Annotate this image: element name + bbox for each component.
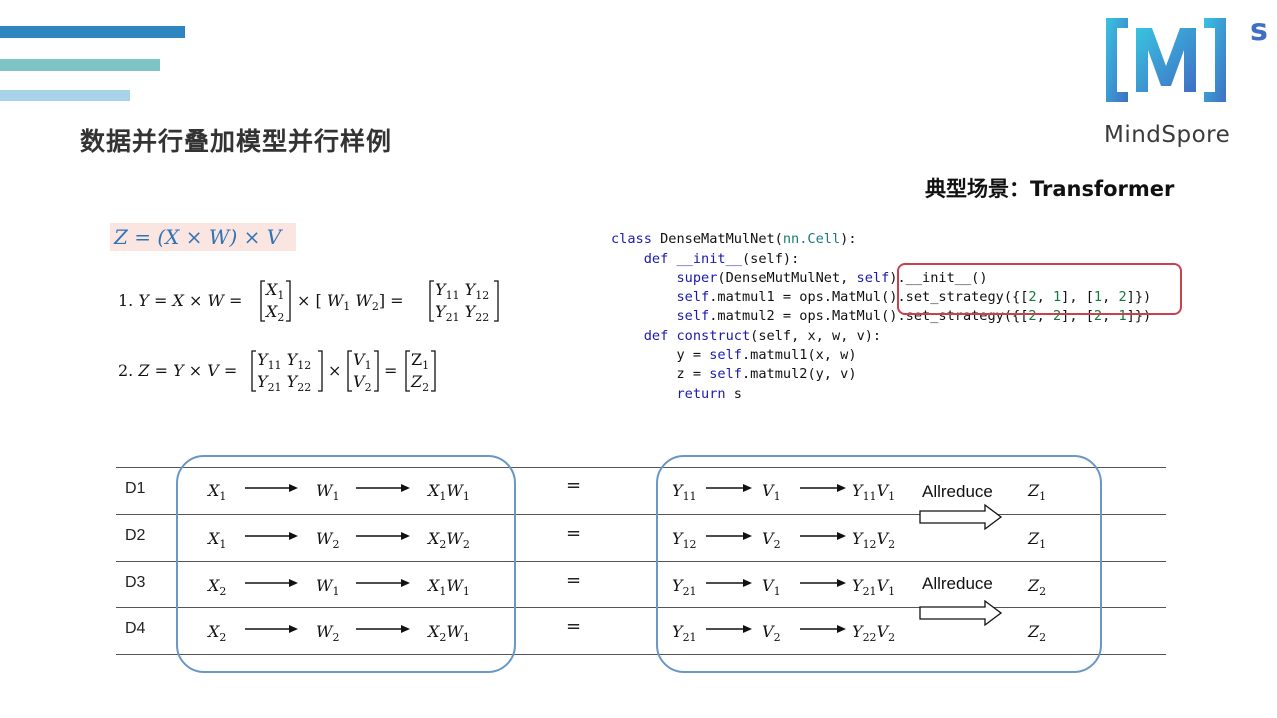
formula-highlight: [110, 223, 296, 251]
device-label-3: D3: [125, 574, 146, 591]
cell-yv-3: Y21V1: [852, 576, 896, 599]
row-line-4: [116, 654, 1166, 655]
cell-product-2: X2W2: [428, 529, 470, 552]
arrow-a-1-head: [289, 484, 298, 492]
cell-product-1: X1W1: [428, 481, 470, 504]
accent-bar-2: [0, 59, 160, 71]
cell-y-2: Y12: [672, 529, 697, 552]
allreduce-label-2: Allreduce: [922, 574, 993, 593]
strategy-highlight: [897, 263, 1182, 315]
arrow-a-3-head: [289, 579, 298, 587]
cell-y-1: Y11: [672, 481, 697, 504]
cell-v-3: V1: [762, 576, 781, 599]
formula-step2-prefix: 2. Z = Y × V =: [118, 361, 237, 380]
arrow-b-4-head: [401, 625, 410, 633]
main-formula: Z = (X × W) × V: [114, 225, 282, 249]
accent-bar-3: [0, 90, 130, 101]
page-title: 数据并行叠加模型并行样例: [80, 127, 393, 156]
cell-v-1: V1: [762, 481, 781, 504]
row-line-0: [116, 467, 1166, 468]
code-line-8: z = self.matmul2(y, v): [611, 366, 857, 383]
cell-yv-2: Y12V2: [852, 529, 896, 552]
matmul1-group: [176, 455, 516, 673]
cell-z-4: Z2: [1028, 622, 1047, 645]
cell-y-4: Y21: [672, 622, 697, 645]
cell-input-2: X1: [208, 529, 227, 552]
cell-z-3: Z2: [1028, 576, 1047, 599]
code-line-7: y = self.matmul1(x, w): [611, 347, 857, 364]
device-label-4: D4: [125, 620, 146, 637]
cell-input-1: X1: [208, 481, 227, 504]
arrow-v-2-head: [837, 532, 846, 540]
code-line-4: self.matmul1 = ops.MatMul().set_strategy…: [676, 289, 1152, 306]
row-line-2: [116, 561, 1166, 562]
row-line-1: [116, 514, 1166, 515]
equals-2: =: [566, 523, 582, 544]
cell-product-3: X1W1: [428, 576, 470, 599]
arrow-y-2-head: [743, 532, 752, 540]
svg-text:=: =: [384, 361, 397, 380]
logo-text: MindSpore: [1104, 122, 1231, 148]
code-line-1: class DenseMatMulNet(nn.Cell):: [611, 231, 857, 248]
formula-step1-prefix: 1. Y = X × W =: [118, 291, 242, 310]
accent-bar-1: [0, 26, 185, 38]
cell-yv-4: Y22V2: [852, 622, 896, 645]
arrow-b-1-head: [401, 484, 410, 492]
cell-z-1: Z1: [1028, 481, 1047, 504]
allreduce-arrow-2: [919, 599, 1003, 627]
allreduce-arrow-1: [919, 503, 1003, 531]
arrow-v-1-head: [837, 484, 846, 492]
cell-y-3: Y21: [672, 576, 697, 599]
arrow-v-4-head: [837, 625, 846, 633]
device-label-1: D1: [125, 480, 146, 497]
cell-v-2: V2: [762, 529, 781, 552]
arrow-v-3-head: [837, 579, 846, 587]
row-line-3: [116, 607, 1166, 608]
arrow-a-4-head: [289, 625, 298, 633]
code-line-9: return s: [676, 385, 742, 402]
cell-z-2: Z1: [1028, 529, 1047, 552]
arrow-y-3-head: [743, 579, 752, 587]
mindspore-logo-icon: s: [1106, 13, 1268, 102]
device-label-2: D2: [125, 527, 146, 544]
cell-weight-1: W1: [316, 481, 340, 504]
cell-weight-4: W2: [316, 622, 340, 645]
cell-input-4: X2: [208, 622, 227, 645]
cell-input-3: X2: [208, 576, 227, 599]
code-line-3: super(DenseMutMulNet, self).__init__(): [676, 269, 988, 286]
arrow-y-1-head: [743, 484, 752, 492]
equals-4: =: [566, 616, 582, 637]
allreduce-label-1: Allreduce: [922, 482, 993, 501]
matmul2-group: [656, 455, 1102, 673]
code-line-5: self.matmul2 = ops.MatMul().set_strategy…: [676, 308, 1152, 325]
equals-3: =: [566, 570, 582, 591]
code-block: class DenseMatMulNet(nn.Cell): def __ini…: [611, 211, 1151, 423]
svg-text:×: ×: [328, 361, 341, 380]
svg-text:s: s: [1250, 13, 1268, 48]
code-line-2: def __init__(self):: [643, 250, 800, 267]
arrow-a-2-head: [289, 532, 298, 540]
arrow-b-2-head: [401, 532, 410, 540]
arrow-b-3-head: [401, 579, 410, 587]
code-line-6: def construct(self, x, w, v):: [643, 327, 882, 344]
cell-weight-3: W1: [316, 576, 340, 599]
scenario-subtitle: 典型场景：Transformer: [925, 177, 1175, 201]
cell-yv-1: Y11V1: [852, 481, 896, 504]
equals-1: =: [566, 475, 582, 496]
arrow-y-4-head: [743, 625, 752, 633]
cell-v-4: V2: [762, 622, 781, 645]
cell-product-4: X2W1: [428, 622, 470, 645]
cell-weight-2: W2: [316, 529, 340, 552]
